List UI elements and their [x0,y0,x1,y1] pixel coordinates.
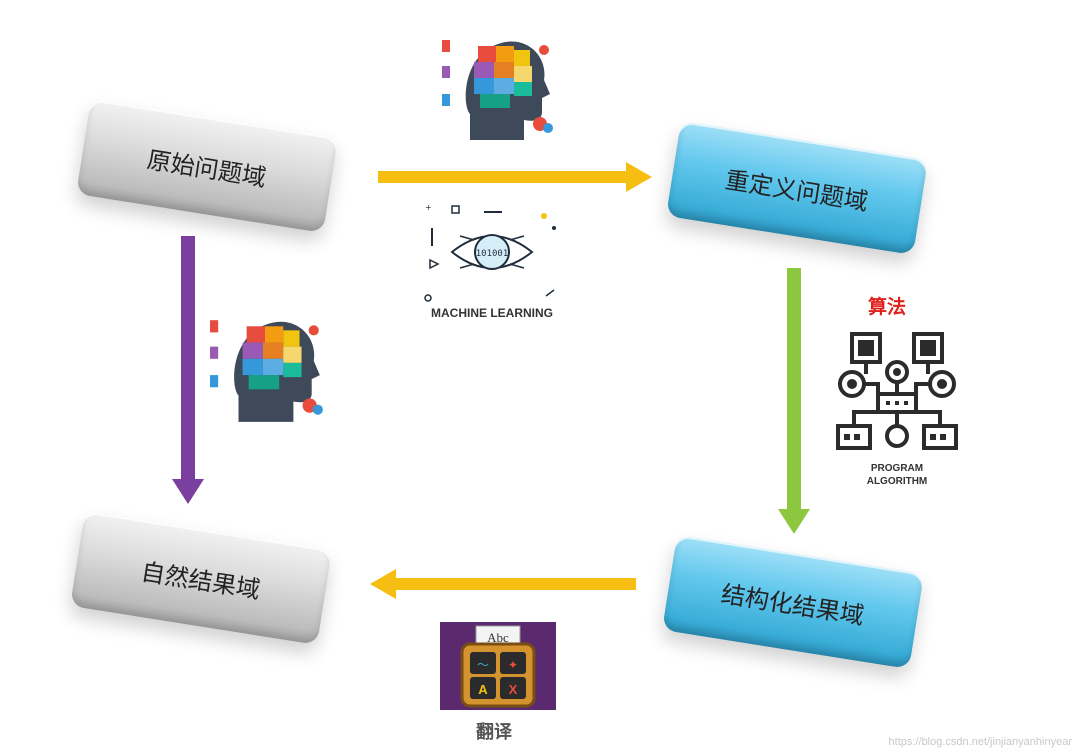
arrow-original-to-redefined [378,162,652,192]
svg-text:+: + [425,203,432,212]
svg-text:A: A [478,682,488,697]
watermark: https://blog.csdn.net/jinjianyanhinyear [888,736,1072,748]
algorithm-label: 算法 [868,296,907,318]
translate-icon-text: Abc [487,630,509,645]
translate-label: 翻译 [476,722,512,743]
head-puzzle-icon-secondary [208,316,330,424]
node-natural-result-label: 自然结果域 [139,557,263,604]
svg-text:〜: 〜 [477,658,489,672]
node-redefined-problem-domain: 重定义问题域 [666,121,928,255]
arrow-redefined-to-structured [778,268,810,534]
node-redefined-problem-label: 重定义问题域 [723,165,870,216]
svg-text:✦: ✦ [508,658,518,672]
node-original-problem-label: 原始问题域 [145,145,269,192]
algorithm-en-label: ALGORITHM [866,476,928,487]
program-algorithm-label: PROGRAM ALGORITHM [834,462,960,488]
svg-text:X: X [509,682,518,697]
program-algorithm-icon [836,332,958,450]
machine-learning-label: MACHINE LEARNING [431,306,553,320]
head-puzzle-icon [440,36,560,142]
arrow-original-to-natural [172,236,204,504]
binary-text: 101001 [476,249,509,259]
node-structured-result-domain: 结构化结果域 [662,535,924,669]
program-label: PROGRAM [870,463,924,474]
node-natural-result-domain: 自然结果域 [70,511,332,645]
machine-learning-eye-icon: 101001 + [424,203,556,302]
arrow-structured-to-natural [370,569,636,599]
translate-app-icon: Abc 〜 ✦ A X [440,622,556,710]
node-structured-result-label: 结构化结果域 [719,579,866,630]
node-original-problem-domain: 原始问题域 [76,99,338,233]
